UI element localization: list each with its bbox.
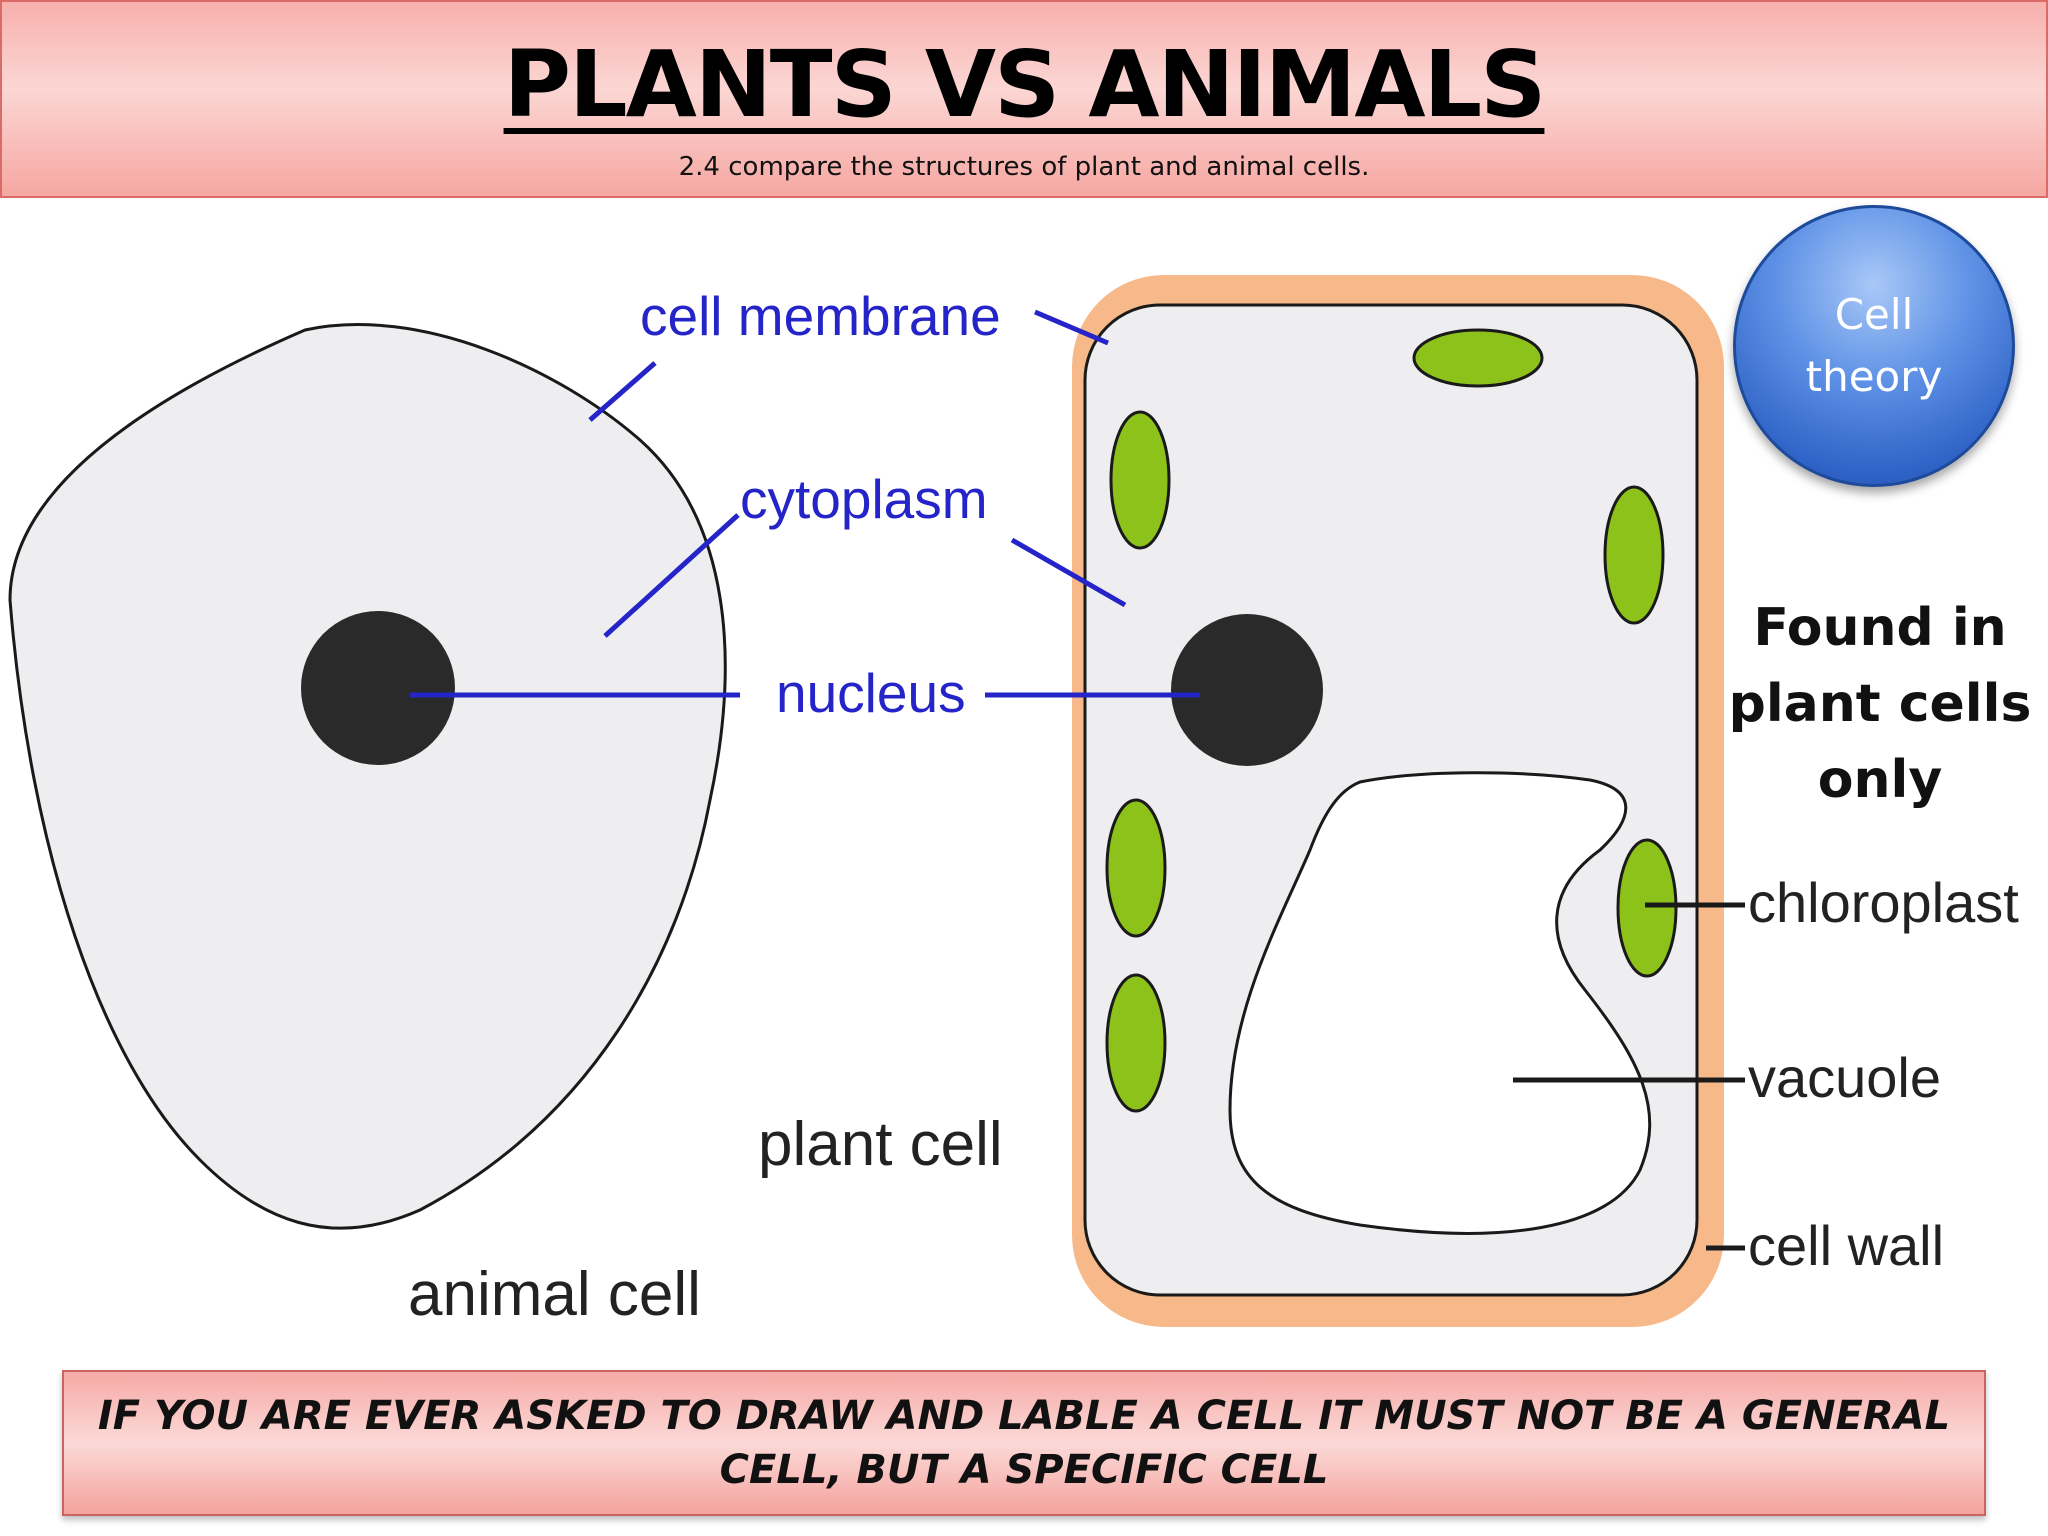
animal-nucleus xyxy=(301,611,455,765)
plant-only-note: Found in plant cells only xyxy=(1728,598,2032,810)
cell-theory-button[interactable]: Cell theory xyxy=(1733,205,2015,487)
label-chloroplast: chloroplast xyxy=(1748,871,2019,934)
membrane-line-plant xyxy=(1034,309,1109,346)
chloroplast xyxy=(1616,838,1678,978)
page-title: PLANTS VS ANIMALS xyxy=(503,31,1547,138)
label-nucleus: nucleus xyxy=(776,662,966,724)
label-vacuole: vacuole xyxy=(1748,1046,1941,1109)
chloroplast xyxy=(1105,973,1167,1113)
label-cell-membrane: cell membrane xyxy=(640,285,1001,347)
cytoplasm-line-plant xyxy=(1010,537,1127,608)
chloroplast xyxy=(1109,410,1171,550)
label-animal-cell: animal cell xyxy=(408,1260,701,1329)
chloroplast xyxy=(1603,485,1665,625)
footer-text: IF YOU ARE EVER ASKED TO DRAW AND LABLE … xyxy=(97,1393,1951,1493)
chloroplasts xyxy=(1105,328,1678,1113)
chloroplast xyxy=(1105,798,1167,938)
chloroplast xyxy=(1412,328,1544,388)
title-banner: PLANTS VS ANIMALS 2.4 compare the struct… xyxy=(0,0,2048,198)
footer-banner: IF YOU ARE EVER ASKED TO DRAW AND LABLE … xyxy=(62,1370,1986,1516)
plant-nucleus xyxy=(1171,614,1323,766)
label-cell-wall: cell wall xyxy=(1748,1214,1944,1277)
label-cytoplasm: cytoplasm xyxy=(740,468,988,530)
animal-cell-body xyxy=(8,323,727,1230)
membrane-line-animal xyxy=(588,361,657,422)
plant-vacuole xyxy=(1228,771,1652,1235)
cytoplasm-line-animal xyxy=(603,513,740,638)
cell-theory-label: Cell theory xyxy=(1805,290,1943,401)
blue-leader-lines xyxy=(410,309,1200,698)
page-subtitle: 2.4 compare the structures of plant and … xyxy=(678,152,1370,182)
black-leader-lines xyxy=(1513,902,1745,1251)
label-plant-cell: plant cell xyxy=(758,1110,1003,1179)
